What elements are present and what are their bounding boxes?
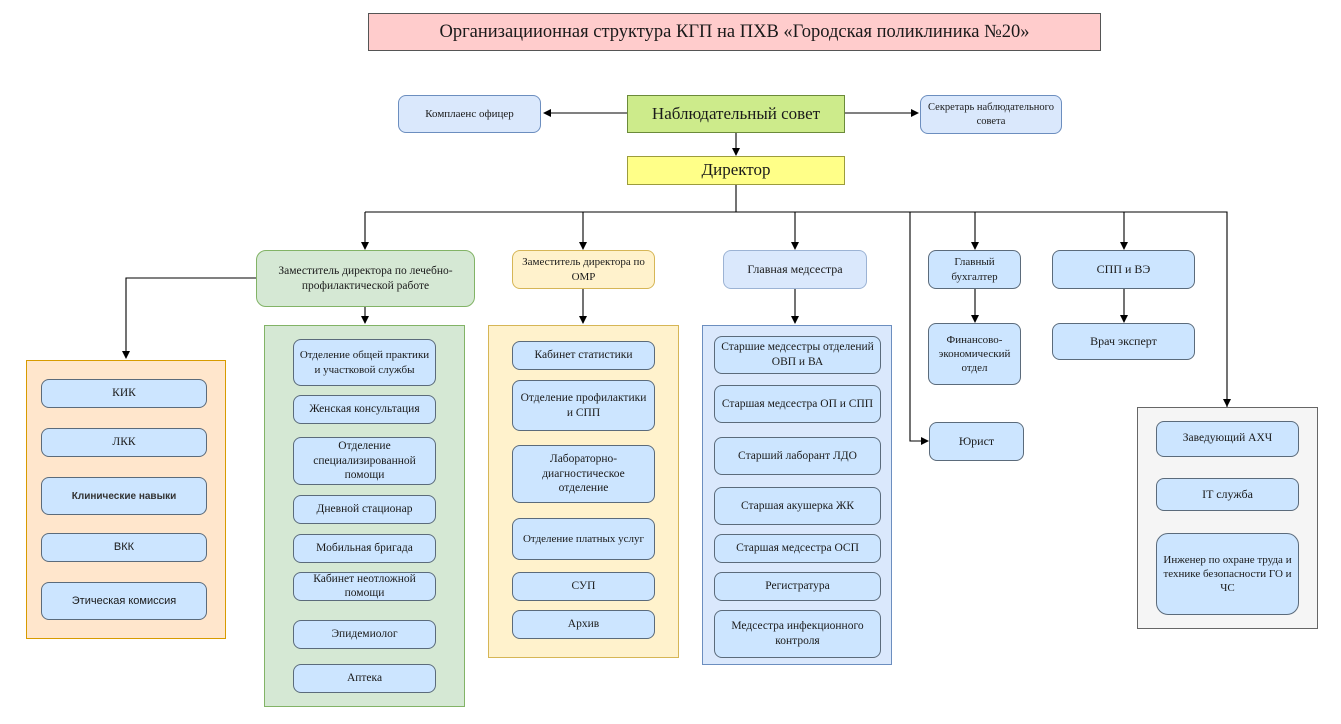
director-node[interactable]: Директор bbox=[627, 156, 845, 185]
omr-unit-item[interactable]: Отделение профилактики и СПП bbox=[512, 380, 655, 431]
omr-unit-item[interactable]: Архив bbox=[512, 610, 655, 639]
admin-unit-item[interactable]: IT служба bbox=[1156, 478, 1299, 511]
connector-horizontal-bus bbox=[365, 211, 1228, 420]
nurse-unit-item[interactable]: Старшая медсестра ОП и СПП bbox=[714, 385, 881, 423]
omr-unit-item[interactable]: Отделение платных услуг bbox=[512, 518, 655, 560]
spp-node[interactable]: СПП и ВЭ bbox=[1052, 250, 1195, 289]
board-secretary-node[interactable]: Секретарь наблюдательного совета bbox=[920, 95, 1062, 134]
head-nurse-node[interactable]: Главная медсестра bbox=[723, 250, 867, 289]
omr-unit-item[interactable]: СУП bbox=[512, 572, 655, 601]
medical-unit-item[interactable]: Отделение специализированной помощи bbox=[293, 437, 436, 485]
compliance-officer-node[interactable]: Комплаенс офицер bbox=[398, 95, 541, 133]
omr-unit-item[interactable]: Лабораторно-диагностическое отделение bbox=[512, 445, 655, 503]
chief-accountant-node[interactable]: Главный бухгалтер bbox=[928, 250, 1021, 289]
medical-unit-item[interactable]: Женская консультация bbox=[293, 395, 436, 424]
admin-unit-item[interactable]: Заведующий АХЧ bbox=[1156, 421, 1299, 457]
nurse-unit-item[interactable]: Регистратура bbox=[714, 572, 881, 601]
finance-dept-node[interactable]: Финансово-экономический отдел bbox=[928, 323, 1021, 385]
board-node[interactable]: Наблюдательный совет bbox=[627, 95, 845, 133]
deputy-medical-node[interactable]: Заместитель директора по лечебно-профила… bbox=[256, 250, 475, 307]
lawyer-node[interactable]: Юрист bbox=[929, 422, 1024, 461]
connector-to-lawyer bbox=[909, 212, 929, 445]
nurse-unit-item[interactable]: Старшие медсестры отделений ОВП и ВА bbox=[714, 336, 881, 374]
medical-unit-item[interactable]: Отделение общей практики и участковой сл… bbox=[293, 339, 436, 386]
committee-item[interactable]: ЛКК bbox=[41, 428, 207, 457]
admin-unit-item[interactable]: Инженер по охране труда и технике безопа… bbox=[1156, 533, 1299, 615]
chart-title: Организациионная структура КГП на ПХВ «Г… bbox=[368, 13, 1101, 51]
committee-item[interactable]: ВКК bbox=[41, 533, 207, 562]
deputy-omr-node[interactable]: Заместитель директора по ОМР bbox=[512, 250, 655, 289]
expert-doctor-node[interactable]: Врач эксперт bbox=[1052, 323, 1195, 360]
connector-to-committees bbox=[122, 277, 256, 359]
committee-item[interactable]: КИК bbox=[41, 379, 207, 408]
medical-unit-item[interactable]: Дневной стационар bbox=[293, 495, 436, 524]
nurse-unit-item[interactable]: Старшая акушерка ЖК bbox=[714, 487, 881, 525]
medical-unit-item[interactable]: Кабинет неотложной помощи bbox=[293, 572, 436, 601]
nurse-unit-item[interactable]: Медсестра инфекционного контроля bbox=[714, 610, 881, 658]
medical-unit-item[interactable]: Аптека bbox=[293, 664, 436, 693]
nurse-unit-item[interactable]: Старший лаборант ЛДО bbox=[714, 437, 881, 475]
nurse-unit-item[interactable]: Старшая медсестра ОСП bbox=[714, 534, 881, 563]
medical-unit-item[interactable]: Эпидемиолог bbox=[293, 620, 436, 649]
committee-item[interactable]: Этическая комиссия bbox=[41, 582, 207, 620]
medical-unit-item[interactable]: Мобильная бригада bbox=[293, 534, 436, 563]
omr-unit-item[interactable]: Кабинет статистики bbox=[512, 341, 655, 370]
committee-item[interactable]: Клинические навыки bbox=[41, 477, 207, 515]
